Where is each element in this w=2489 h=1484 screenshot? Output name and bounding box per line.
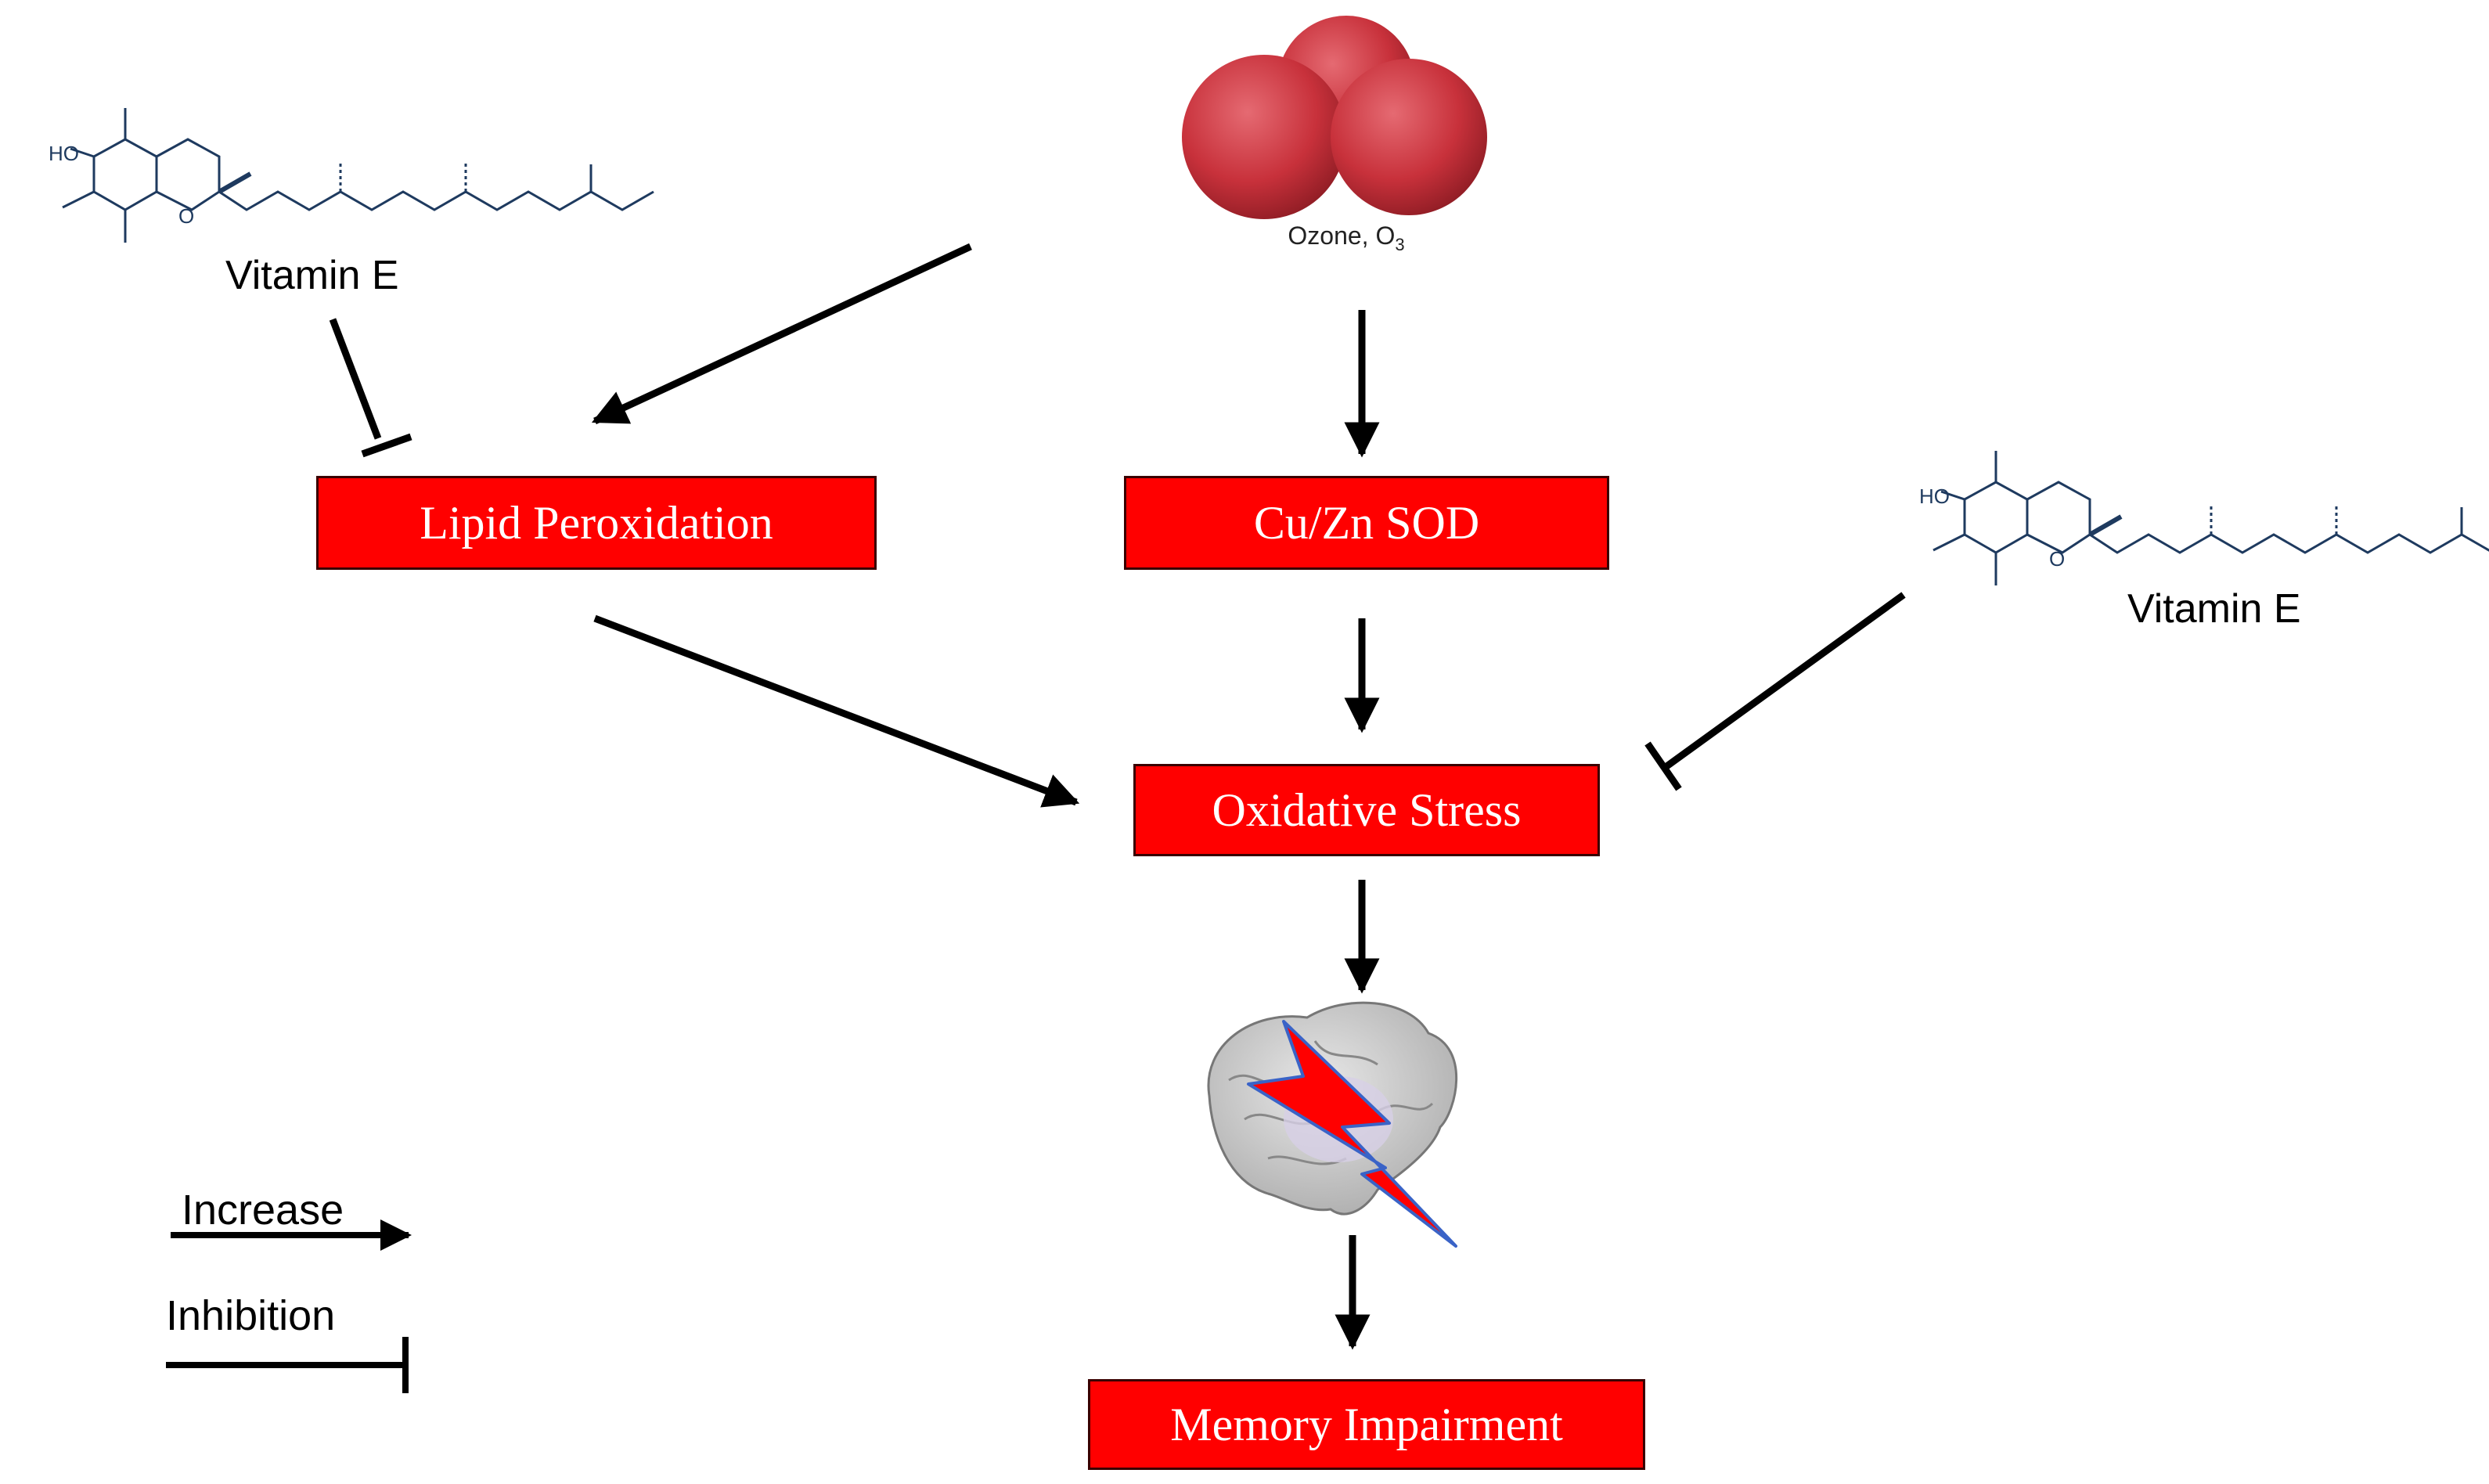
vitamin-e-ring-o-label: O [178, 204, 194, 228]
arrow-lipid-to-stress [593, 614, 1080, 808]
lipid-peroxidation-box: Lipid Peroxidation [316, 476, 877, 570]
inhibition-vitamin-e-to-lipid [329, 318, 412, 458]
vitamin-e-structure-icon-right [1932, 451, 2489, 585]
lipid-peroxidation-label: Lipid Peroxidation [420, 496, 773, 549]
memory-impairment-label: Memory Impairment [1170, 1398, 1563, 1450]
vitamin-e-label: Vitamin E [225, 253, 399, 298]
inhibition-vitamin-e-to-stress [1644, 592, 1906, 791]
vitamin-e-structure-icon [62, 108, 654, 243]
legend [166, 1219, 412, 1393]
oxidative-stress-box: Oxidative Stress [1133, 764, 1600, 856]
ozone-molecule-icon [1182, 16, 1487, 219]
memory-impairment-box: Memory Impairment [1088, 1379, 1645, 1470]
ozone-label: Ozone, O3 [1288, 222, 1404, 254]
vitamin-e-ring-o-label-right: O [2049, 547, 2065, 571]
legend-inhibition-label: Inhibition [166, 1292, 336, 1339]
vitamin-e-ho-label-right: HO [1919, 484, 1950, 508]
oxidative-stress-label: Oxidative Stress [1212, 783, 1522, 836]
cu-zn-sod-box: Cu/Zn SOD [1124, 476, 1609, 570]
arrow-ozone-to-lipid [591, 243, 972, 425]
vitamin-e-label-right: Vitamin E [2127, 586, 2301, 632]
lightning-bolt-icon [1247, 1020, 1457, 1248]
cu-zn-sod-label: Cu/Zn SOD [1253, 496, 1480, 549]
vitamin-e-ho-label: HO [49, 142, 79, 165]
legend-increase-label: Increase [182, 1187, 344, 1234]
legend-inhibition-symbol [166, 1337, 409, 1393]
